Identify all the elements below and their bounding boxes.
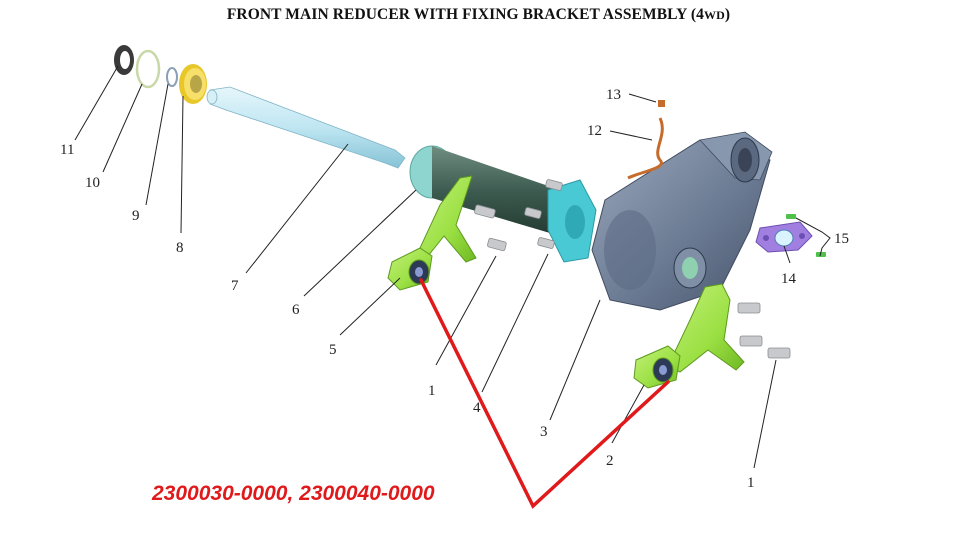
callout-1a: 1 [428,383,436,399]
callout-6: 6 [292,302,300,318]
callout-1b: 1 [747,475,755,491]
highlight-lines [419,278,670,509]
reducer-housing-part-3 [591,131,773,311]
callout-15: 15 [834,231,849,247]
screws-part-15 [786,214,826,257]
leader-lines [74,65,831,469]
callout-7: 7 [231,278,239,294]
right-fixing-bracket-part-2 [633,283,745,389]
part-number-callout: 2300030-0000, 2300040-0000 [152,482,435,505]
callout-10: 10 [85,175,100,191]
vent-hose-part-12 [627,117,664,180]
callout-2: 2 [606,453,614,469]
callout-12: 12 [587,123,602,139]
plate-part-14 [755,221,813,253]
vent-cap-part-13 [658,100,665,107]
callout-14: 14 [781,271,797,287]
callout-numbers: 11 10 9 8 7 6 5 1 4 3 2 1 13 12 14 15 [60,87,849,491]
bolts-group [474,179,791,359]
callout-4: 4 [473,400,481,416]
o-ring-part-10 [135,49,161,89]
main-shaft-part-7 [206,86,406,169]
callout-11: 11 [60,142,74,158]
oil-seal-part-11 [114,45,134,75]
callout-3: 3 [540,424,548,440]
callout-5: 5 [329,342,337,358]
bearing-part-8 [179,64,207,104]
callout-8: 8 [176,240,184,256]
circlip-part-9 [166,67,178,87]
callout-9: 9 [132,208,140,224]
diagram-title: FRONT MAIN REDUCER WITH FIXING BRACKET A… [226,6,731,23]
callout-13: 13 [606,87,621,103]
